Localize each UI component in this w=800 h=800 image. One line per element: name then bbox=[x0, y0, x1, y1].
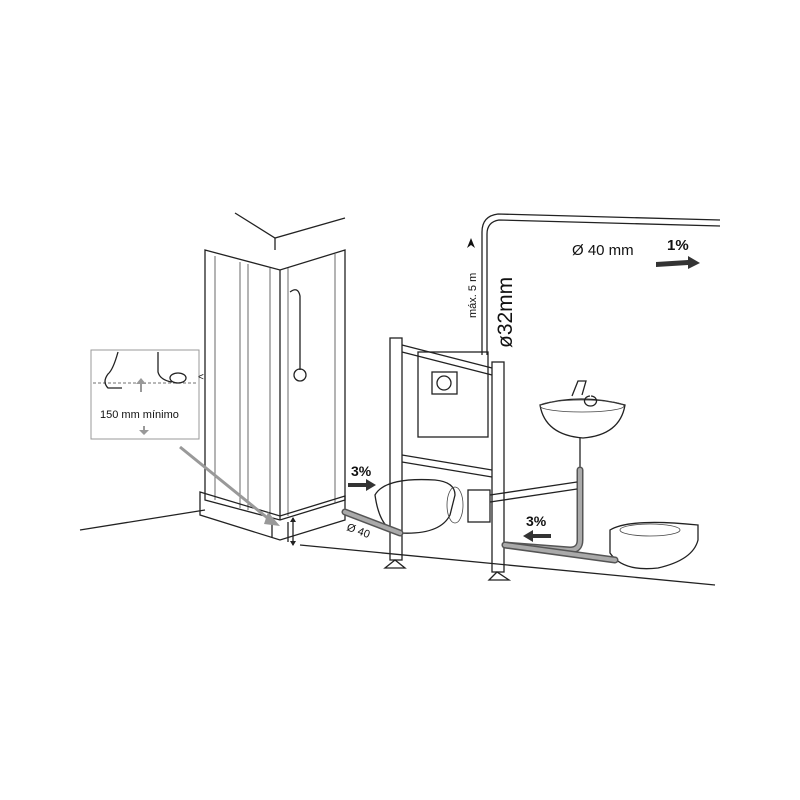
sink-slope-arrow-icon bbox=[523, 530, 551, 542]
room-walls bbox=[79, 212, 716, 586]
inset-min-height-label: 150 mm mínimo bbox=[100, 409, 179, 421]
height-marker-icon bbox=[290, 517, 296, 546]
inset-marker: < bbox=[198, 372, 204, 383]
riser-diameter-label: ø32mm bbox=[494, 277, 517, 348]
max-height-label: máx. 5 m bbox=[467, 273, 479, 318]
main-pipe-diameter-label: Ø 40 mm bbox=[572, 242, 634, 259]
riser-pipe bbox=[481, 213, 721, 355]
shower-enclosure bbox=[199, 249, 346, 542]
shower-slope-label: 3% bbox=[351, 463, 372, 479]
max-height-arrow-icon bbox=[467, 238, 475, 248]
drain-pipes bbox=[341, 466, 619, 564]
main-slope-label: 1% bbox=[667, 237, 689, 254]
sink bbox=[539, 380, 626, 470]
wc-frame bbox=[383, 337, 512, 581]
inset-detail bbox=[90, 349, 280, 526]
flush-plate bbox=[431, 371, 458, 395]
shower-slope-arrow-icon bbox=[348, 479, 376, 491]
floor-toilet bbox=[609, 521, 699, 570]
wall-toilet bbox=[374, 478, 491, 534]
shower-pipe-diameter-label: Ø 40 bbox=[345, 522, 372, 541]
main-slope-arrow-icon bbox=[656, 256, 700, 269]
sink-slope-label: 3% bbox=[526, 513, 547, 529]
